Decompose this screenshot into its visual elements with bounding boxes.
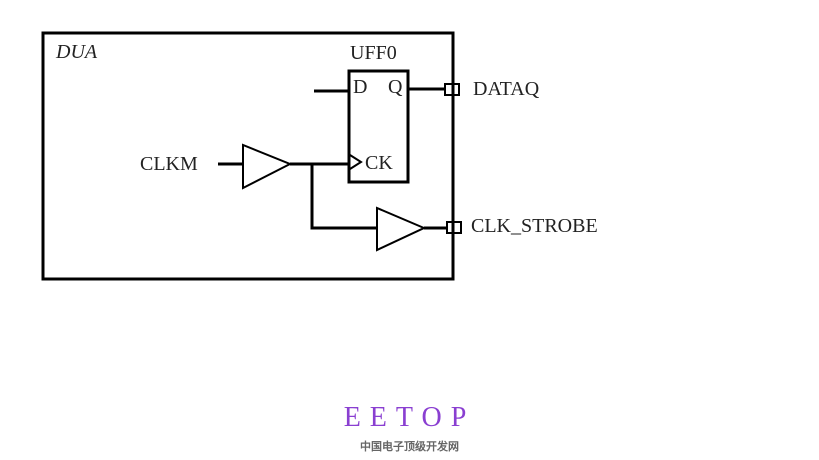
port-clk-strobe <box>446 221 462 234</box>
module-dua-boundary <box>41 31 455 281</box>
flipflop-uff0 <box>347 69 410 184</box>
flipflop-instance-label: UFF0 <box>350 42 397 64</box>
flipflop-pin-q-label: Q <box>388 76 403 98</box>
input-clkm-label: CLKM <box>140 153 198 175</box>
watermark-logo: EETOP <box>343 402 476 433</box>
port-clk-strobe-label: CLK_STROBE <box>471 215 598 237</box>
buffer-clkm-icon <box>242 143 293 190</box>
clock-edge-indicator-icon <box>349 154 363 170</box>
wire-clk-branch <box>310 164 377 230</box>
schematic-diagram: DUA UFF0 D Q CK DATAQ CLKM CLK_STROBE <box>41 31 598 281</box>
buffer-clk-strobe-icon <box>376 206 427 252</box>
watermark-subtitle: 中国电子顶级开发网 <box>360 440 459 453</box>
flipflop-pin-d-label: D <box>353 76 367 98</box>
port-dataq <box>444 83 460 96</box>
flipflop-pin-ck-label: CK <box>365 152 393 174</box>
port-dataq-label: DATAQ <box>473 78 540 100</box>
module-name-label: DUA <box>55 41 98 63</box>
